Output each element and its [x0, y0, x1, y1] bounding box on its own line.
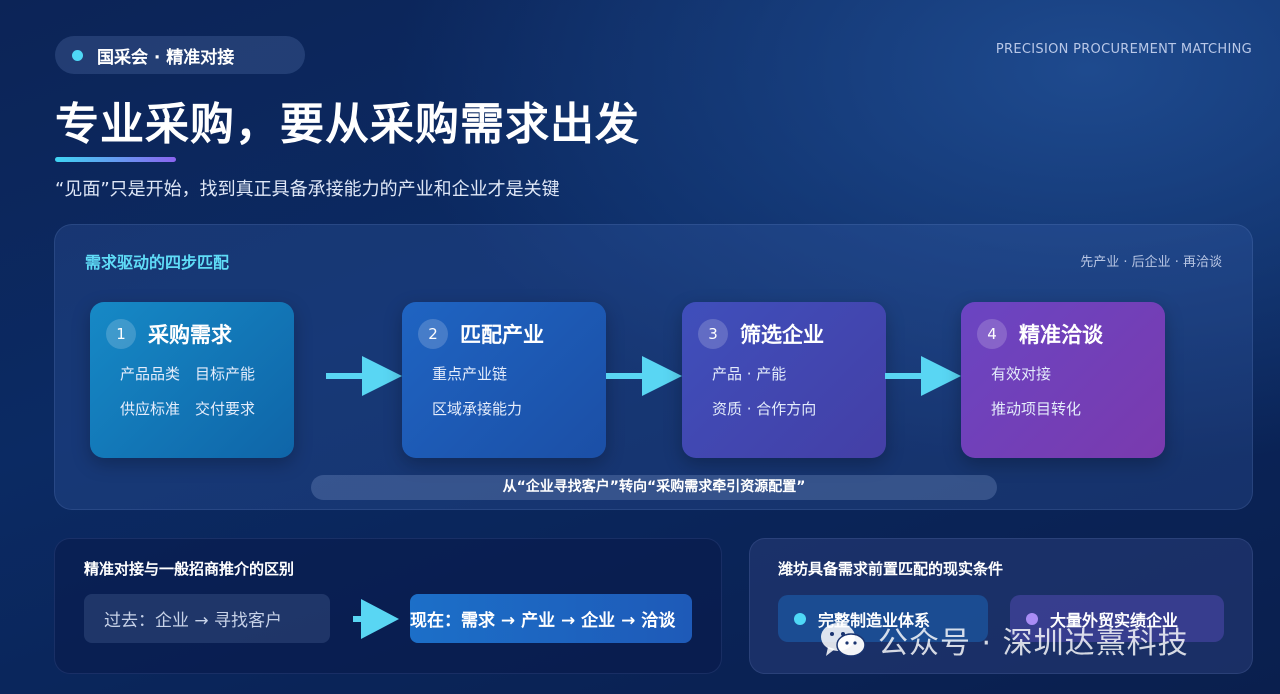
flow-bottom-note: 从“企业寻找客户”转向“采购需求牵引资源配置”: [311, 475, 997, 500]
step-title: 采购需求: [148, 323, 232, 347]
step-card-4: 4 精准洽谈 有效对接 推动项目转化: [961, 302, 1165, 458]
tag-dot-icon: [72, 49, 83, 61]
wechat-icon: [821, 623, 866, 657]
step-detail: 资质 · 合作方向: [712, 400, 817, 418]
step-card-2: 2 匹配产业 重点产业链 区域承接能力: [402, 302, 606, 458]
step-title: 精准洽谈: [1019, 323, 1103, 347]
arrow-right-icon: [353, 599, 399, 639]
flow-panel-title: 需求驱动的四步匹配: [85, 253, 230, 272]
step-card-3: 3 筛选企业 产品 · 产能 资质 · 合作方向: [682, 302, 886, 458]
step-title: 匹配产业: [460, 323, 544, 347]
step-detail: 重点产业链: [432, 365, 508, 383]
bullet-dot-icon: [794, 612, 806, 625]
arrow-right-icon: [326, 356, 402, 396]
bullet-dot-icon: [1026, 612, 1038, 625]
now-box: 现在：需求 → 产业 → 企业 → 洽谈: [410, 594, 692, 643]
watermark-text: 公众号 · 深圳达熹科技: [878, 626, 1189, 661]
flow-panel-tag: 先产业 · 后企业 · 再洽谈: [1080, 255, 1222, 270]
watermark: 公众号 · 深圳达熹科技: [818, 618, 1189, 662]
step-card-1: 1 采购需求 产品品类 目标产能 供应标准 交付要求: [90, 302, 294, 458]
step-detail: 产品品类 目标产能: [120, 365, 256, 383]
arrow-right-icon: [606, 356, 682, 396]
step-number: 2: [418, 319, 448, 349]
title-underline: [55, 157, 176, 162]
step-number: 1: [106, 319, 136, 349]
step-title: 筛选企业: [740, 323, 824, 347]
step-number: 3: [698, 319, 728, 349]
step-detail: 推动项目转化: [991, 400, 1082, 418]
conditions-title: 潍坊具备需求前置匹配的现实条件: [778, 560, 1004, 578]
step-detail: 产品 · 产能: [712, 365, 787, 383]
step-detail: 供应标准 交付要求: [120, 400, 256, 418]
step-number: 4: [977, 319, 1007, 349]
step-detail: 区域承接能力: [432, 400, 523, 418]
step-detail: 有效对接: [991, 365, 1052, 383]
header-tag: 国采会 · 精准对接: [55, 36, 305, 74]
condition-item: 大量外贸实绩企业: [1010, 595, 1224, 642]
condition-label: 大量外贸实绩企业: [1050, 610, 1179, 630]
english-label: PRECISION PROCUREMENT MATCHING: [995, 42, 1252, 57]
compare-title: 精准对接与一般招商推介的区别: [84, 560, 295, 578]
arrow-right-icon: [885, 356, 961, 396]
past-box: 过去：企业 → 寻找客户: [84, 594, 330, 643]
header-tag-label: 国采会 · 精准对接: [97, 47, 235, 68]
page-subtitle: “见面”只是开始，找到真正具备承接能力的产业和企业才是关键: [55, 179, 560, 200]
condition-item: 完整制造业体系: [778, 595, 988, 642]
page-title: 专业采购，要从采购需求出发: [55, 99, 640, 150]
